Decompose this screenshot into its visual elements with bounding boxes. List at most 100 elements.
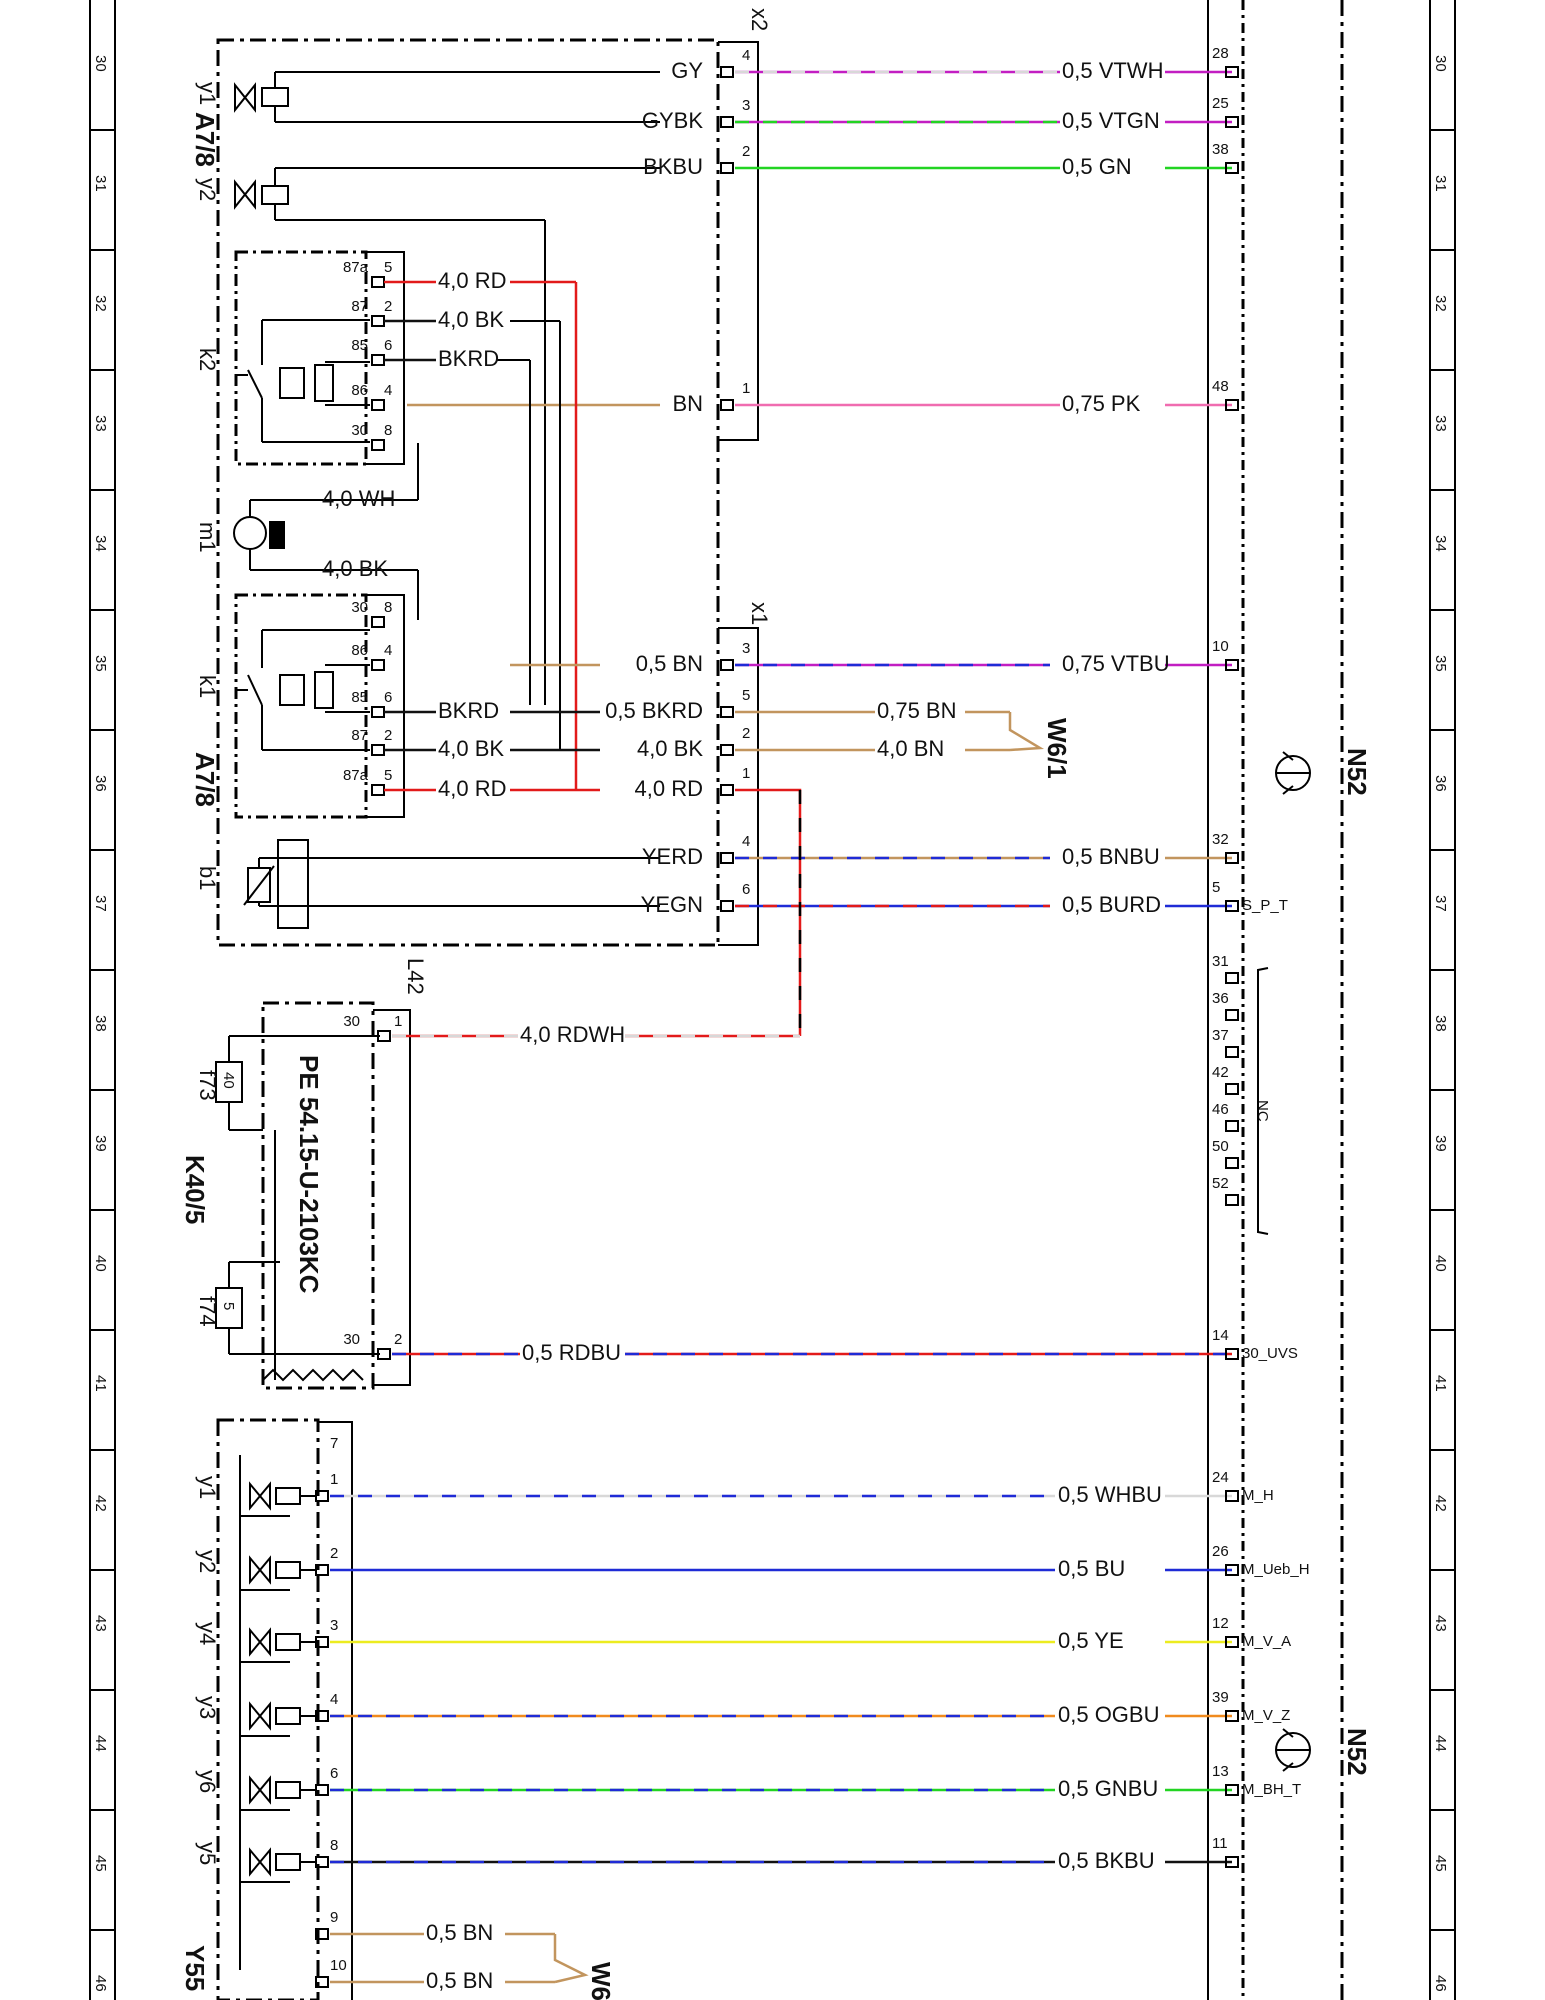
k40-wire-label: 0,5 RDBU — [522, 1340, 621, 1365]
x1-pin-number: 6 — [742, 881, 750, 898]
row-number-right: 39 — [1432, 1135, 1449, 1152]
x2-pin-mark — [720, 116, 734, 128]
row-number-right: 36 — [1432, 775, 1449, 792]
x2-right-label: 0,75 PK — [1062, 391, 1141, 416]
x1-pin-number: 3 — [742, 640, 750, 657]
x1-pin-number: 2 — [742, 725, 750, 742]
b1-label: b1 — [195, 866, 220, 890]
y55-valve-label: y2 — [195, 1550, 220, 1573]
k2-relay-box — [234, 250, 368, 466]
k2-wire-label: 4,0 BK — [438, 307, 504, 332]
y55-pin-number: 10 — [330, 1957, 347, 1974]
n52-nc-pin-number: 31 — [1212, 953, 1229, 970]
k2-pin-mark — [371, 354, 385, 366]
y55-valve-icon — [249, 1627, 271, 1657]
x1-left-label: 4,0 RD — [635, 776, 703, 801]
row-number-left: 38 — [92, 1015, 109, 1032]
n52-pin-mark — [1225, 116, 1239, 128]
k2-pin-bracket — [366, 251, 405, 465]
n52-label-top: N52 — [1342, 748, 1372, 796]
row-number-left: 32 — [92, 295, 109, 312]
k1-pin-number: 6 — [384, 689, 392, 706]
n52-nc-pin-number: 52 — [1212, 1175, 1229, 1192]
n52-pin-number: 24 — [1212, 1469, 1229, 1486]
n52-transistor-icon-top — [1275, 751, 1311, 795]
k2-pin-mark — [371, 276, 385, 288]
k2-terminal: 30 — [351, 422, 368, 439]
y55-coil-icon — [275, 1853, 301, 1871]
n52-pin-number: 10 — [1212, 638, 1229, 655]
k40-housing — [261, 1001, 375, 1390]
k1-wire-label: 4,0 RD — [438, 776, 506, 801]
x2-pin-mark — [720, 162, 734, 174]
f74-label: f74 — [195, 1296, 220, 1327]
y55-pin-mark — [315, 1976, 329, 1988]
y1-top-label: y1 — [195, 82, 220, 105]
n52-pin-mark — [1225, 1564, 1239, 1576]
a78-bottom-label: A7/8 — [190, 752, 220, 807]
a78-top-label: A7/8 — [190, 112, 220, 167]
row-number-right: 33 — [1432, 415, 1449, 432]
k1-label: k1 — [195, 675, 220, 698]
f74-value: 5 — [220, 1302, 237, 1310]
row-number-right: 44 — [1432, 1735, 1449, 1752]
x2-left-label: GY — [671, 58, 703, 83]
row-number-left: 44 — [92, 1735, 109, 1752]
m1-label: m1 — [195, 522, 220, 553]
fuses — [215, 1035, 380, 1382]
k1-pin-mark — [371, 659, 385, 671]
y55-pin-number: 4 — [330, 1691, 338, 1708]
w6-ground-label: W6 — [586, 1962, 616, 2000]
y55-valve-label: y6 — [195, 1770, 220, 1793]
n52-nc-pin-mark — [1225, 1009, 1239, 1021]
k40-pin-number: 1 — [394, 1013, 402, 1030]
k40-label: K40/5 — [180, 1155, 210, 1224]
y55-coil-icon — [275, 1707, 301, 1725]
k40-pin-mark — [377, 1030, 391, 1042]
n52-signal: M_BH_T — [1242, 1781, 1301, 1798]
n52-pin-number: 14 — [1212, 1327, 1229, 1344]
k1-relay-box — [234, 593, 368, 819]
n52-frame — [1207, 0, 1344, 2000]
x1-right-label: 4,0 BN — [877, 736, 944, 761]
row-number-right: 37 — [1432, 895, 1449, 912]
y55-wire-label: 0,5 OGBU — [1058, 1702, 1159, 1727]
n52-transistor-icon-bottom — [1275, 1728, 1311, 1772]
nc-bracket — [1257, 967, 1269, 1235]
row-number-left: 33 — [92, 415, 109, 432]
y55-valve-icon — [249, 1701, 271, 1731]
x1-right-label: 0,75 BN — [877, 698, 957, 723]
y55-wire-label: 0,5 BN — [426, 1920, 493, 1945]
row-number-right: 35 — [1432, 655, 1449, 672]
row-number-right: 30 — [1432, 55, 1449, 72]
n52-signal: S_P_T — [1242, 897, 1288, 914]
k1-pin-number: 8 — [384, 599, 392, 616]
w6-ground-junction — [553, 1934, 589, 1984]
row-number-right: 31 — [1432, 175, 1449, 192]
x2-left-label: GYBK — [642, 108, 703, 133]
k1-pin-number: 2 — [384, 727, 392, 744]
k2-terminal: 85 — [351, 337, 368, 354]
row-number-right: 34 — [1432, 535, 1449, 552]
y55-coil-icon — [275, 1633, 301, 1651]
n52-pin-mark — [1225, 66, 1239, 78]
x1-left-label: 0,5 BKRD — [605, 698, 703, 723]
n52-pin-mark — [1225, 900, 1239, 912]
y55-pin-number: 3 — [330, 1617, 338, 1634]
k1-pin-bracket — [366, 594, 405, 818]
row-number-right: 45 — [1432, 1855, 1449, 1872]
a78-housing — [216, 38, 720, 947]
k1-wire-label: BKRD — [438, 698, 499, 723]
n52-pin-number: 12 — [1212, 1615, 1229, 1632]
y55-wire-label: 0,5 BN — [426, 1968, 493, 1993]
row-ruler-left — [89, 0, 116, 2000]
y55-coil-icon — [275, 1781, 301, 1799]
n52-pin-number: 48 — [1212, 378, 1229, 395]
n52-nc-pin-number: 42 — [1212, 1064, 1229, 1081]
n52-signal: 30_UVS — [1242, 1345, 1298, 1362]
row-number-left: 30 — [92, 55, 109, 72]
y55-valve-icon — [249, 1775, 271, 1805]
f73-label: f73 — [195, 1070, 220, 1101]
row-number-right: 41 — [1432, 1375, 1449, 1392]
n52-signal: M_V_A — [1242, 1633, 1291, 1650]
